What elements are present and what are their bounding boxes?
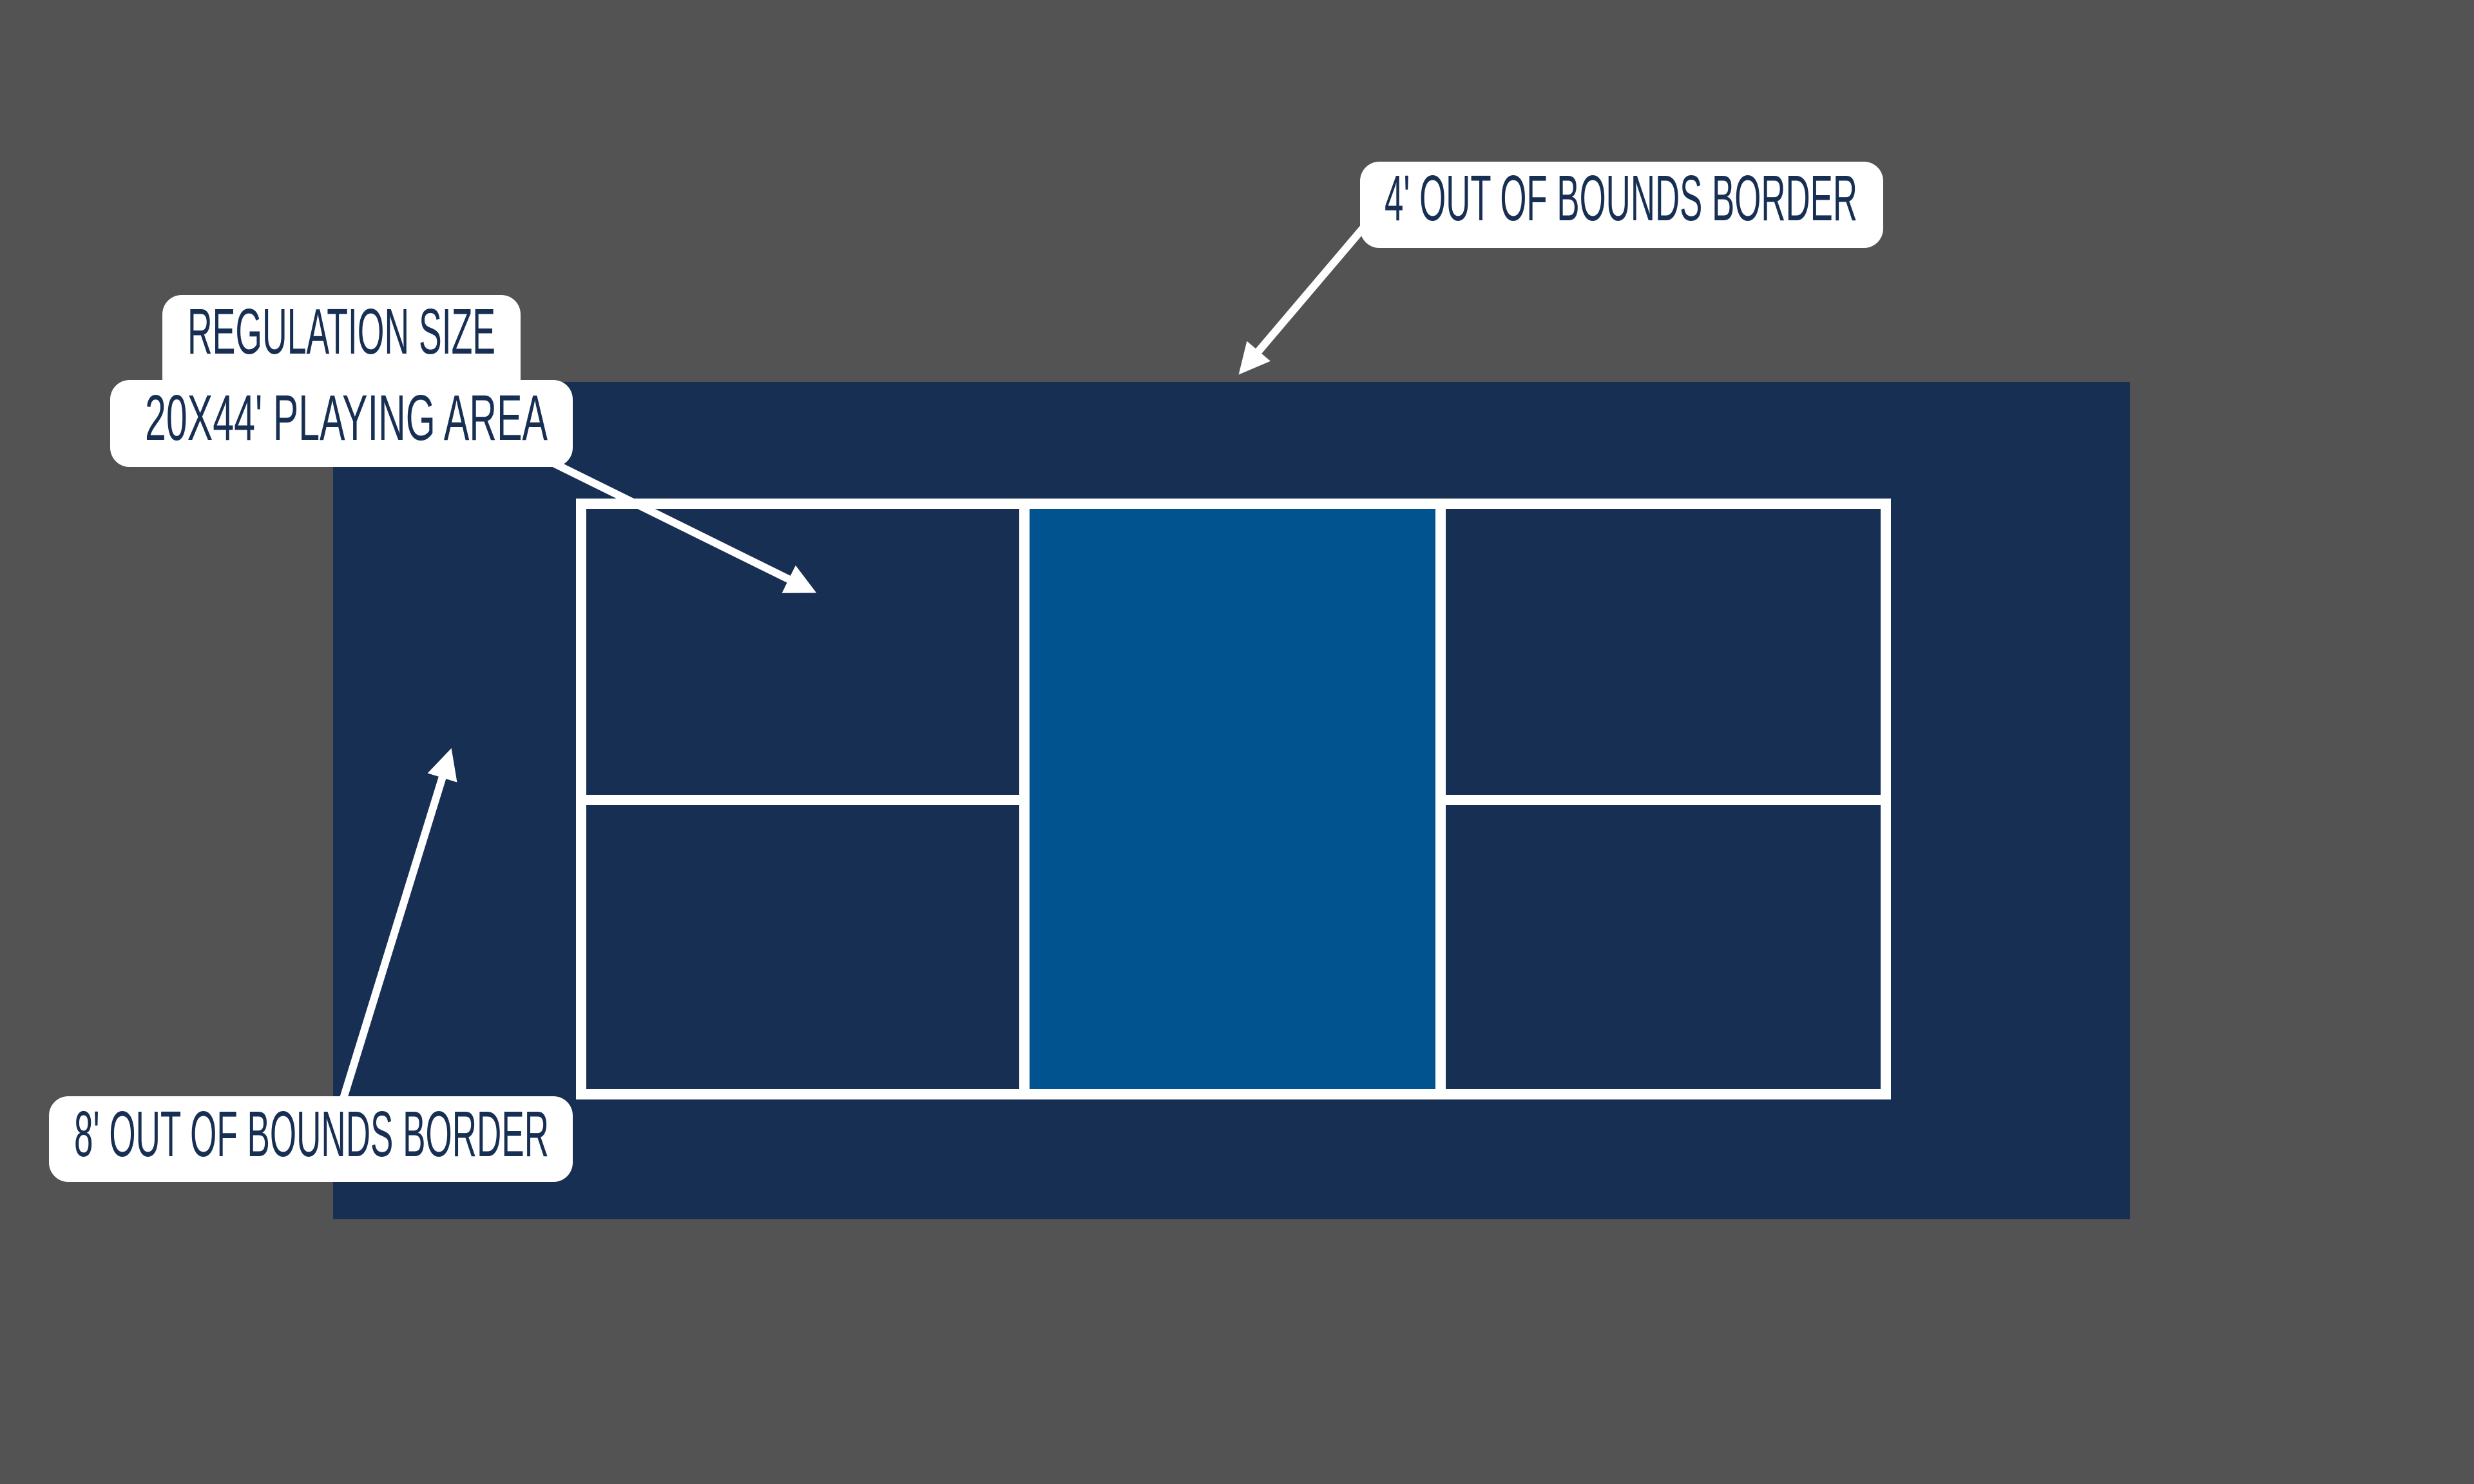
label-side-border-text: 8' OUT OF BOUNDS BORDER [74,1098,549,1170]
arrow-side-border [340,748,457,1100]
arrow-playing-area [548,459,817,593]
label-regulation-line1: REGULATION SIZE [187,296,495,368]
court-lines [576,499,1891,1099]
label-regulation: REGULATION SIZE 20X44' PLAYING AREA [110,295,573,467]
label-top-border: 4' OUT OF BOUNDS BORDER [1360,162,1883,248]
label-regulation-line2: 20X44' PLAYING AREA [145,382,548,454]
label-side-border: 8' OUT OF BOUNDS BORDER [49,1096,573,1182]
label-top-border-text: 4' OUT OF BOUNDS BORDER [1385,162,1857,234]
kitchen-zone [1024,504,1441,1094]
arrow-top-border [1238,225,1366,375]
